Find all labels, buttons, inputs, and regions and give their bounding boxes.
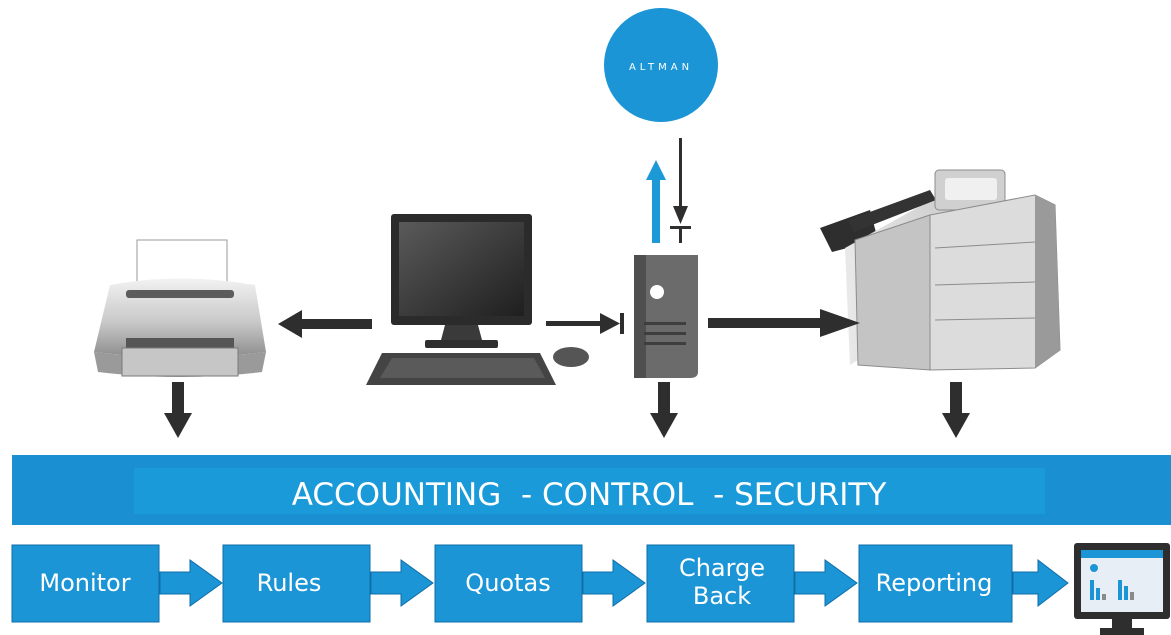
step-label: Monitor — [39, 569, 130, 597]
altman-logo-circle — [604, 8, 718, 122]
step-arrow — [582, 559, 646, 607]
step-label-line2: Back — [693, 582, 751, 610]
server-icon — [634, 255, 698, 378]
process-step-monitor[interactable]: Monitor — [11, 544, 160, 623]
computer-to-server-arrow — [546, 313, 624, 334]
computer-to-printer-arrow — [278, 310, 372, 338]
printer-icon — [94, 239, 266, 377]
keyboard-icon — [366, 353, 556, 385]
copier-icon — [820, 169, 1061, 371]
report-monitor-icon — [1074, 543, 1170, 635]
step-arrow — [370, 559, 434, 607]
mouse-icon — [553, 347, 589, 367]
step-label: Reporting — [876, 569, 993, 597]
process-step-quotas[interactable]: Quotas — [434, 544, 583, 623]
process-step-charge-back[interactable]: Charge Back — [646, 544, 795, 623]
server-up-arrow — [646, 160, 666, 243]
step-arrow — [794, 559, 858, 607]
altman-logo-text: ALTMAN — [629, 62, 693, 73]
printer-down-arrow — [164, 382, 192, 438]
accounting-banner: ACCOUNTING - CONTROL - SECURITY — [12, 455, 1171, 525]
logo-down-arrow — [670, 138, 691, 243]
step-label: Charge — [679, 554, 765, 582]
banner-text: ACCOUNTING - CONTROL - SECURITY — [292, 477, 887, 513]
step-label: Quotas — [465, 569, 550, 597]
copier-down-arrow — [942, 382, 970, 438]
step-arrow — [159, 559, 223, 607]
process-step-rules[interactable]: Rules — [222, 544, 371, 623]
step-label: Rules — [257, 569, 322, 597]
altman-logo[interactable]: ALTMAN — [604, 8, 718, 122]
step-arrow — [1012, 558, 1069, 608]
process-step-reporting[interactable]: Reporting — [858, 544, 1013, 623]
server-to-copier-arrow — [708, 309, 860, 337]
computer-icon — [391, 214, 532, 348]
server-down-arrow — [650, 382, 678, 438]
